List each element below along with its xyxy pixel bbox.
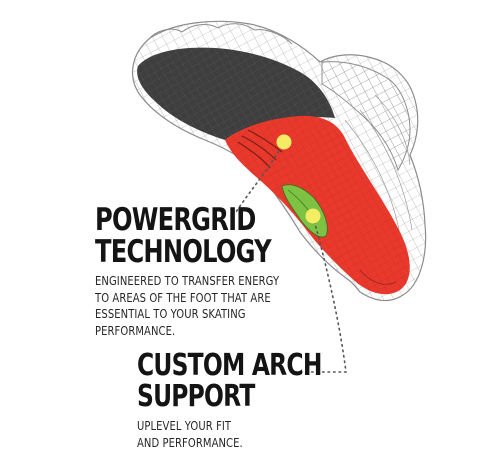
powergrid-heading-line-2: TECHNOLOGY xyxy=(95,234,272,270)
arch-leader-line xyxy=(291,215,347,373)
powergrid-desc-line-2: TO AREAS OF THE FOOT THAT ARE xyxy=(95,289,271,305)
powergrid-marker-dot xyxy=(276,134,292,150)
powergrid-description: ENGINEERED TO TRANSFER ENERGY TO AREAS O… xyxy=(95,273,279,339)
arch-heading-line-2: SUPPORT xyxy=(137,379,255,414)
arch-desc-line-2: AND PERFORMANCE. xyxy=(137,434,243,450)
powergrid-desc-line-3: ESSENTIAL TO YOUR SKATING xyxy=(95,306,246,321)
powergrid-desc-line-1: ENGINEERED TO TRANSFER ENERGY xyxy=(95,273,280,288)
powergrid-desc-line-4: PERFORMANCE. xyxy=(95,322,176,338)
arch-heading-line-1: CUSTOM ARCH xyxy=(137,348,322,383)
arch-support-heading: CUSTOM ARCH SUPPORT xyxy=(137,350,322,412)
insole-toe-section xyxy=(137,47,335,140)
arch-support-description: UPLEVEL YOUR FIT AND PERFORMANCE. xyxy=(137,418,243,451)
arch-desc-line-1: UPLEVEL YOUR FIT xyxy=(137,418,232,433)
powergrid-heading-line-1: POWERGRID xyxy=(95,202,256,238)
powergrid-heading: POWERGRID TECHNOLOGY xyxy=(95,202,272,270)
powergrid-leader-line xyxy=(235,141,285,213)
arch-marker-dot xyxy=(305,208,321,224)
